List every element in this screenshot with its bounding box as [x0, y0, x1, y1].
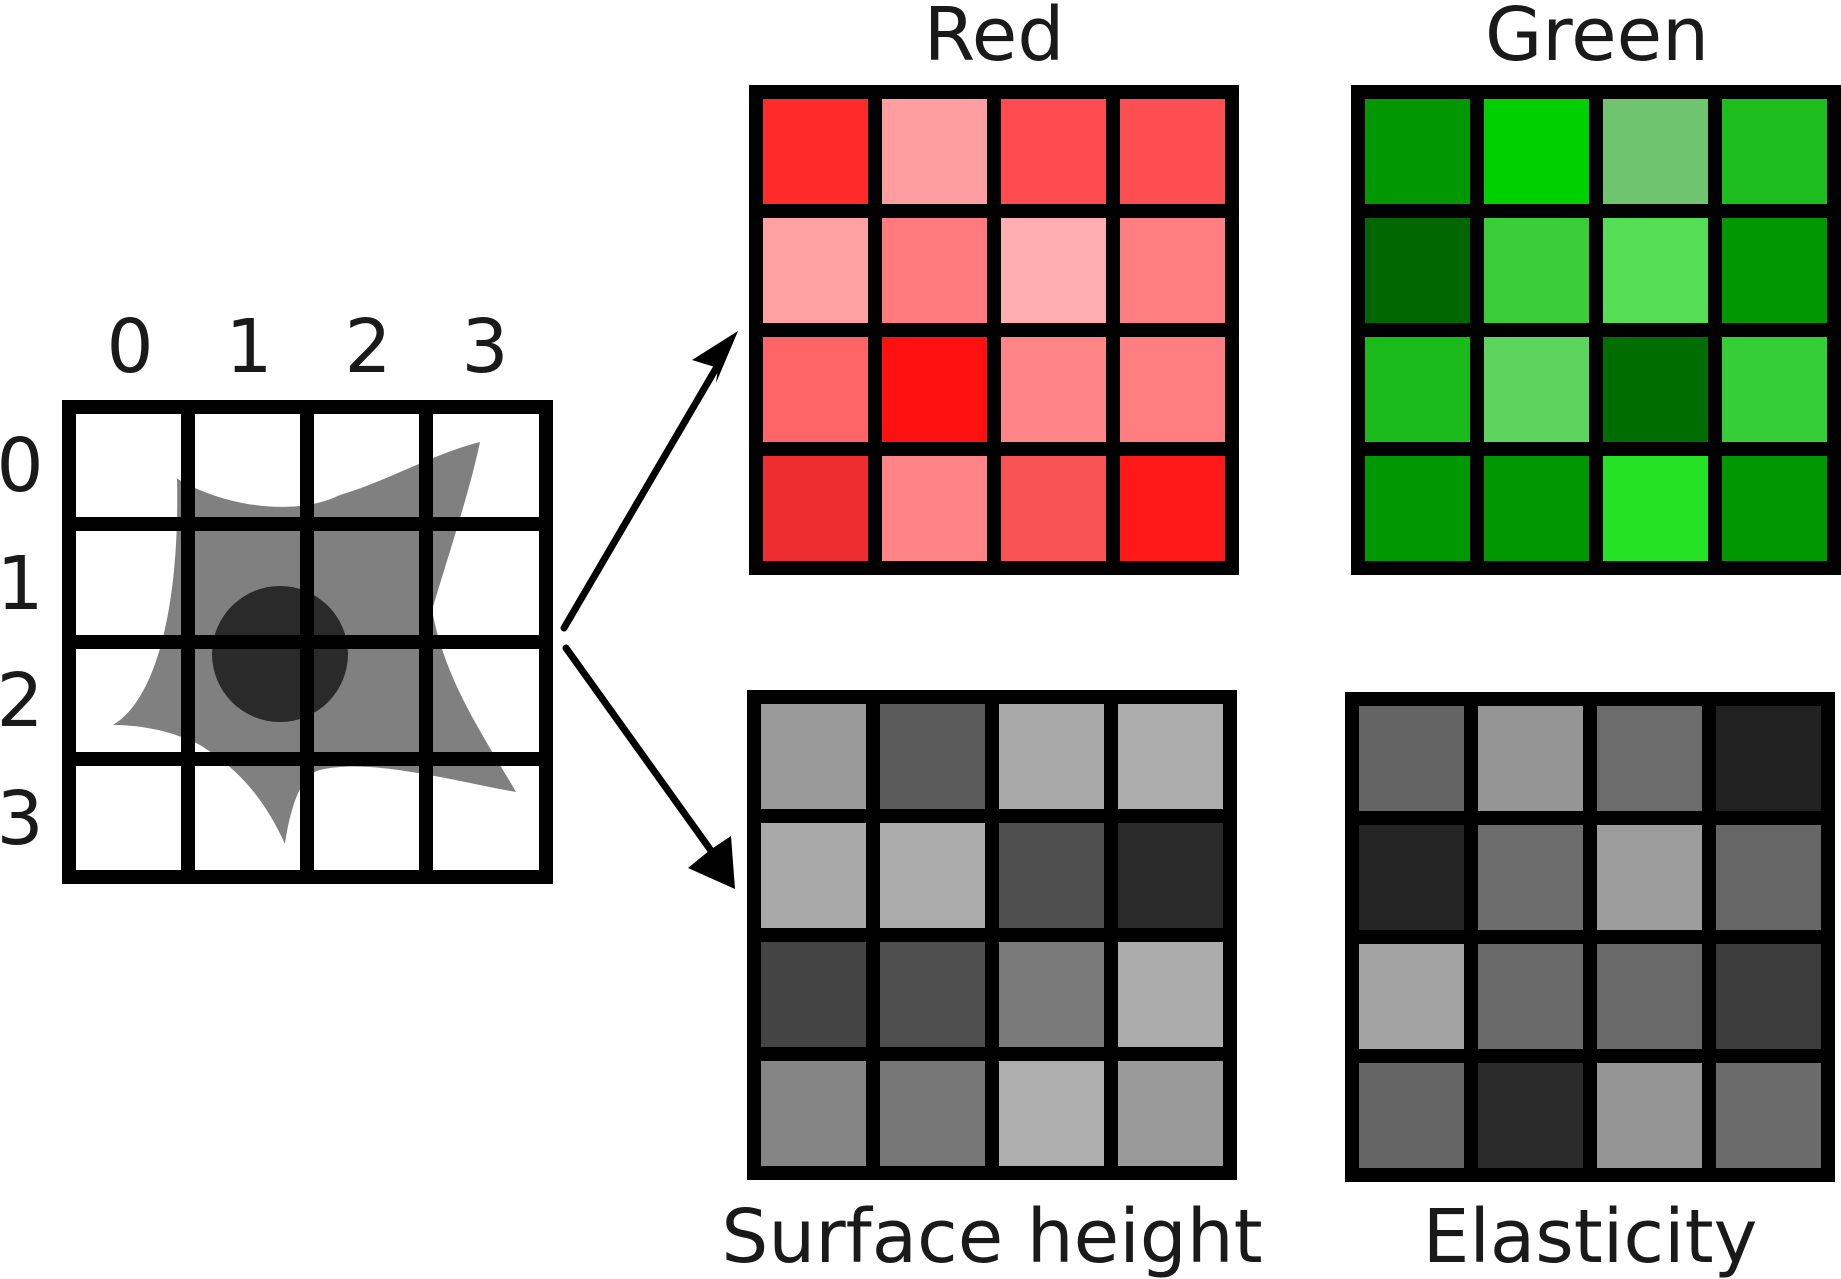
elasticity-cell-r1-c3 — [1716, 825, 1821, 930]
surface-cell-r3-c2 — [999, 1061, 1104, 1166]
green-cell-r2-c2 — [1603, 337, 1708, 442]
green-cell-r2-c0 — [1365, 337, 1470, 442]
green-cell-r1-c3 — [1722, 218, 1827, 323]
red-panel: Red — [749, 0, 1239, 575]
green-cell-r3-c1 — [1484, 456, 1589, 561]
red-cell-r0-c3 — [1120, 99, 1225, 204]
red-panel-title: Red — [924, 0, 1065, 78]
red-cell-r1-c1 — [882, 218, 987, 323]
surface-cell-r1-c2 — [999, 823, 1104, 928]
row-label-1: 1 — [0, 541, 44, 627]
surface-cell-r3-c3 — [1118, 1061, 1223, 1166]
green-cell-r3-c0 — [1365, 456, 1470, 561]
green-cell-r3-c3 — [1722, 456, 1827, 561]
green-cell-r3-c2 — [1603, 456, 1708, 561]
surface-cell-r3-c0 — [761, 1061, 866, 1166]
red-cell-r0-c0 — [763, 99, 868, 204]
red-cell-r0-c2 — [1001, 99, 1106, 204]
elasticity-cell-r0-c2 — [1597, 706, 1702, 811]
green-cell-r0-c0 — [1365, 99, 1470, 204]
green-panel: Green — [1351, 0, 1841, 575]
green-cell-r0-c3 — [1722, 99, 1827, 204]
surface-cell-r0-c0 — [761, 704, 866, 809]
surface-cell-r0-c2 — [999, 704, 1104, 809]
column-label-3: 3 — [461, 304, 508, 390]
red-cell-r3-c1 — [882, 456, 987, 561]
surface-cell-r0-c3 — [1118, 704, 1223, 809]
red-panel-cells — [749, 85, 1239, 575]
cell-nucleus — [212, 586, 348, 722]
surface-cell-r1-c3 — [1118, 823, 1223, 928]
red-cell-r3-c0 — [763, 456, 868, 561]
green-panel-cells — [1351, 85, 1841, 575]
arrow-to-mechanical-maps — [562, 644, 735, 889]
surface-cell-r1-c0 — [761, 823, 866, 928]
green-cell-r1-c0 — [1365, 218, 1470, 323]
column-label-0: 0 — [106, 304, 153, 390]
surface-height-panel-cells — [747, 690, 1237, 1180]
red-cell-r1-c3 — [1120, 218, 1225, 323]
elasticity-cell-r1-c1 — [1478, 825, 1583, 930]
red-cell-r2-c1 — [882, 337, 987, 442]
green-cell-r1-c2 — [1603, 218, 1708, 323]
elasticity-cell-r0-c1 — [1478, 706, 1583, 811]
red-cell-r2-c0 — [763, 337, 868, 442]
surface-cell-r1-c1 — [880, 823, 985, 928]
green-cell-r0-c2 — [1603, 99, 1708, 204]
elasticity-cell-r0-c3 — [1716, 706, 1821, 811]
elasticity-cell-r2-c0 — [1359, 944, 1464, 1049]
surface-height-panel-title: Surface height — [721, 1194, 1262, 1279]
elasticity-panel: Elasticity — [1345, 692, 1835, 1279]
grid-lines — [62, 400, 553, 884]
red-cell-r3-c3 — [1120, 456, 1225, 561]
row-label-3: 3 — [0, 776, 44, 862]
surface-cell-r2-c0 — [761, 942, 866, 1047]
elasticity-panel-title: Elasticity — [1423, 1194, 1758, 1279]
elasticity-cell-r0-c0 — [1359, 706, 1464, 811]
surface-cell-r2-c2 — [999, 942, 1104, 1047]
cell-grid-panel: 0 1 2 3 0 1 2 3 — [0, 304, 553, 884]
surface-cell-r0-c1 — [880, 704, 985, 809]
surface-cell-r3-c1 — [880, 1061, 985, 1166]
red-cell-r0-c1 — [882, 99, 987, 204]
surface-height-panel: Surface height — [721, 690, 1263, 1279]
red-cell-r2-c2 — [1001, 337, 1106, 442]
elasticity-cell-r2-c3 — [1716, 944, 1821, 1049]
surface-cell-r2-c1 — [880, 942, 985, 1047]
elasticity-cell-r1-c0 — [1359, 825, 1464, 930]
green-cell-r2-c1 — [1484, 337, 1589, 442]
column-label-2: 2 — [344, 304, 391, 390]
elasticity-panel-cells — [1345, 692, 1835, 1182]
red-cell-r1-c2 — [1001, 218, 1106, 323]
green-panel-title: Green — [1485, 0, 1709, 78]
arrow-to-color-maps — [560, 331, 738, 632]
elasticity-cell-r3-c2 — [1597, 1063, 1702, 1168]
red-cell-r1-c0 — [763, 218, 868, 323]
row-label-2: 2 — [0, 658, 44, 744]
green-cell-r2-c3 — [1722, 337, 1827, 442]
row-label-0: 0 — [0, 423, 44, 509]
red-cell-r3-c2 — [1001, 456, 1106, 561]
elasticity-cell-r2-c1 — [1478, 944, 1583, 1049]
elasticity-cell-r3-c3 — [1716, 1063, 1821, 1168]
green-cell-r1-c1 — [1484, 218, 1589, 323]
surface-cell-r2-c3 — [1118, 942, 1223, 1047]
elasticity-cell-r3-c0 — [1359, 1063, 1464, 1168]
elasticity-cell-r3-c1 — [1478, 1063, 1583, 1168]
elasticity-cell-r2-c2 — [1597, 944, 1702, 1049]
elasticity-cell-r1-c2 — [1597, 825, 1702, 930]
green-cell-r0-c1 — [1484, 99, 1589, 204]
column-label-1: 1 — [225, 304, 272, 390]
red-cell-r2-c3 — [1120, 337, 1225, 442]
